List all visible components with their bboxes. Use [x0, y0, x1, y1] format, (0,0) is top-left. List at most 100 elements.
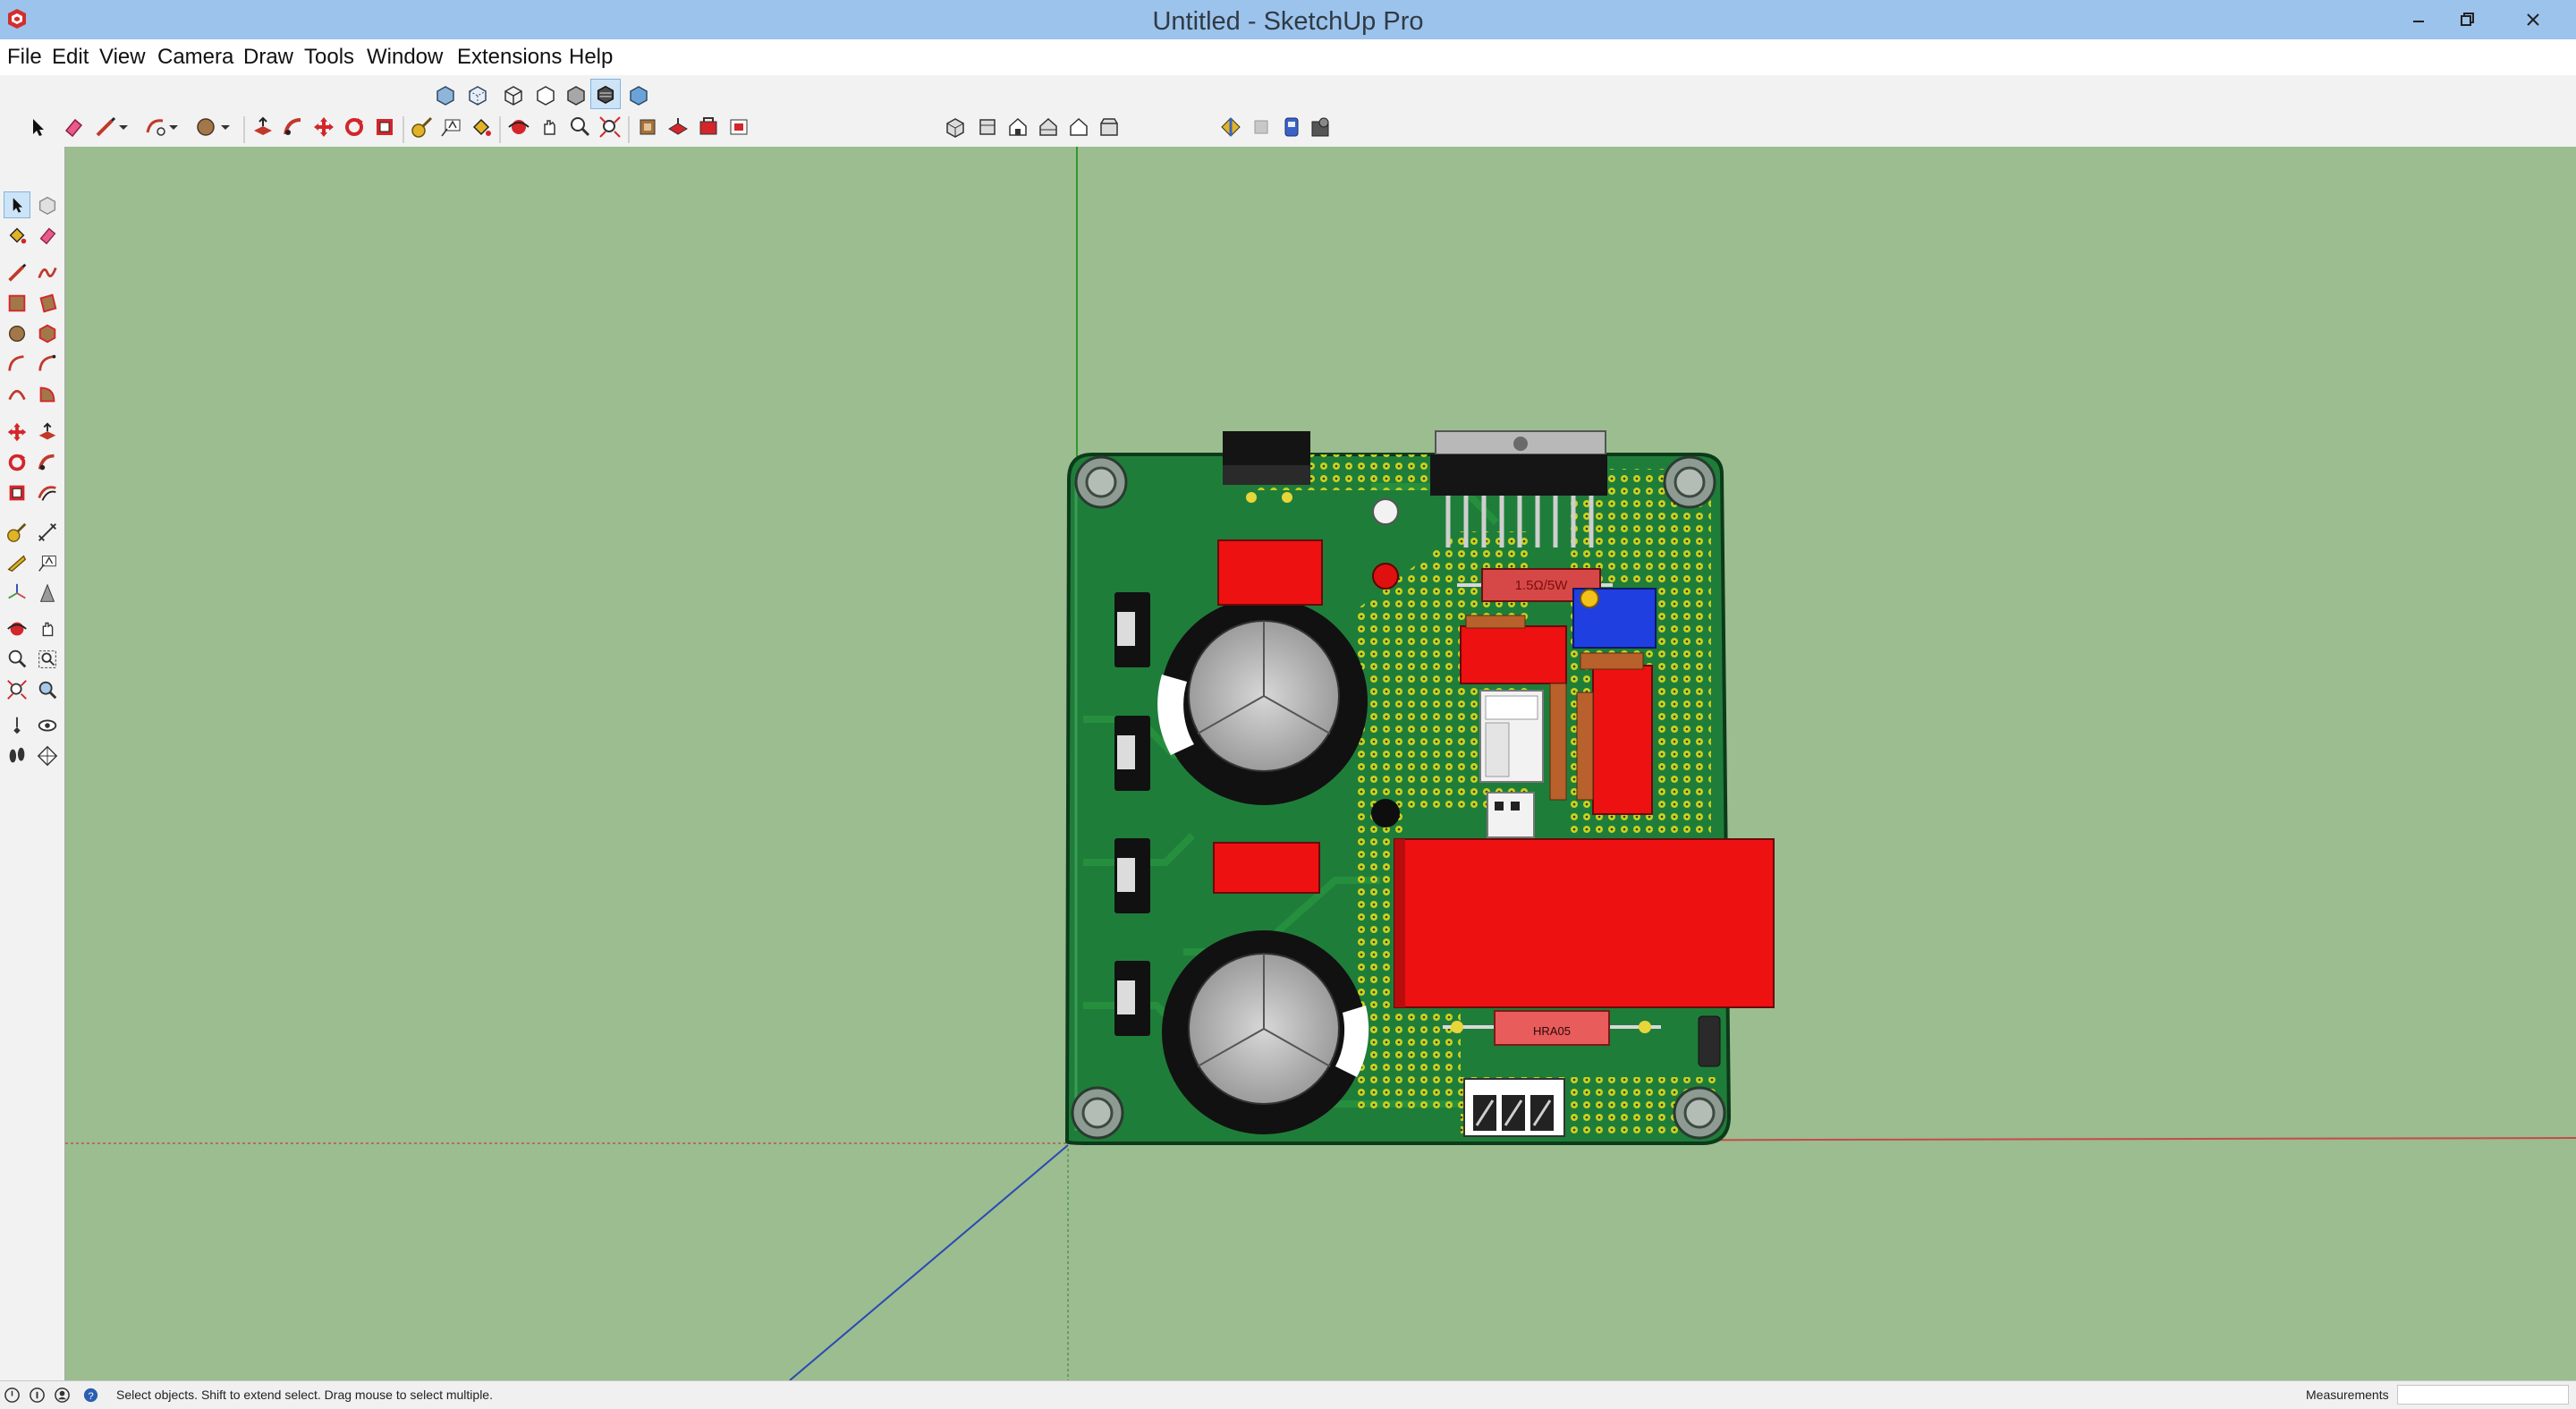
menu-camera[interactable]: Camera: [157, 45, 234, 69]
left-view-icon[interactable]: [1097, 115, 1122, 140]
previous-view-icon[interactable]: [36, 678, 59, 701]
small-capacitor-bottom-right[interactable]: [1698, 1015, 1721, 1067]
xray-style-icon[interactable]: [433, 82, 458, 107]
rotate-tool-icon[interactable]: [342, 115, 367, 140]
input-connector[interactable]: [1223, 431, 1310, 503]
ruby-console-icon[interactable]: [1279, 115, 1304, 140]
tape-measure-tool-icon[interactable]: [410, 115, 435, 140]
back-view-icon[interactable]: [1066, 115, 1091, 140]
menu-help[interactable]: Help: [569, 45, 614, 69]
instructor-help-icon[interactable]: ?: [82, 1387, 99, 1404]
led-white[interactable]: [1372, 498, 1399, 525]
electrolytic-capacitor-bottom[interactable]: [1162, 930, 1369, 1134]
zoom-extents-tool-icon[interactable]: [597, 115, 623, 140]
transistor[interactable]: [1371, 799, 1400, 828]
film-capacitor-top[interactable]: [1217, 539, 1323, 606]
menu-window[interactable]: Window: [367, 45, 444, 69]
display-section-icon[interactable]: [1249, 115, 1274, 140]
follow-me-tool-icon[interactable]: [281, 115, 306, 140]
credits-icon[interactable]: [29, 1387, 46, 1404]
pan-icon[interactable]: [36, 617, 59, 641]
three-point-arc-icon[interactable]: [5, 383, 29, 406]
section-plane-icon[interactable]: [1218, 115, 1243, 140]
geo-location-icon[interactable]: [4, 1387, 21, 1404]
look-around-icon[interactable]: [36, 714, 59, 737]
right-view-icon[interactable]: [1036, 115, 1061, 140]
measurements-input[interactable]: [2397, 1385, 2569, 1405]
make-component-icon[interactable]: [36, 193, 59, 216]
zoom-tool-icon[interactable]: [567, 115, 592, 140]
front-view-icon[interactable]: [1005, 115, 1030, 140]
pan-tool-icon[interactable]: [537, 115, 562, 140]
menu-file[interactable]: File: [7, 45, 42, 69]
plugin-gear-icon[interactable]: [1308, 115, 1333, 140]
rectangle-icon[interactable]: [5, 292, 29, 315]
freehand-icon[interactable]: [36, 261, 59, 284]
polygon-icon[interactable]: [36, 322, 59, 345]
zoom-icon[interactable]: [5, 648, 29, 671]
move-icon[interactable]: [5, 420, 29, 444]
back-edges-style-icon[interactable]: [465, 82, 490, 107]
amplifier-ic[interactable]: [1430, 430, 1607, 547]
eraser-icon[interactable]: [36, 224, 59, 247]
share-model-icon[interactable]: [665, 115, 691, 140]
arc-tool-icon[interactable]: [143, 115, 168, 140]
follow-me-icon[interactable]: [36, 451, 59, 474]
menu-view[interactable]: View: [99, 45, 146, 69]
film-capacitor-vertical[interactable]: [1592, 665, 1653, 815]
shaded-with-textures-button[interactable]: [590, 79, 621, 109]
hidden-line-style-icon[interactable]: [533, 82, 558, 107]
scale-icon[interactable]: [5, 481, 29, 505]
orbit-tool-icon[interactable]: [506, 115, 531, 140]
line-tool-icon[interactable]: [93, 115, 118, 140]
top-view-icon[interactable]: [975, 115, 1000, 140]
arc-icon[interactable]: [5, 352, 29, 376]
section-plane-icon[interactable]: [36, 744, 59, 768]
eraser-tool-icon[interactable]: [61, 115, 86, 140]
rotate-icon[interactable]: [5, 451, 29, 474]
small-resistors[interactable]: [1465, 615, 1644, 801]
two-point-arc-icon[interactable]: [36, 352, 59, 376]
select-tool-button[interactable]: [4, 191, 30, 218]
dimension-icon[interactable]: [36, 521, 59, 544]
tape-measure-icon[interactable]: [5, 521, 29, 544]
film-capacitor-large[interactable]: [1394, 838, 1775, 1008]
circle-icon[interactable]: [5, 322, 29, 345]
move-tool-icon[interactable]: [311, 115, 336, 140]
menu-edit[interactable]: Edit: [52, 45, 89, 69]
chevron-down-icon[interactable]: [116, 115, 131, 140]
sketchup-logo-icon[interactable]: [5, 7, 29, 30]
model-canvas[interactable]: 1.5Ω/5W: [65, 147, 2576, 1380]
power-resistor-bottom[interactable]: HRA05: [1443, 1010, 1661, 1046]
orbit-icon[interactable]: [5, 617, 29, 641]
amplifier-pcb-model[interactable]: 1.5Ω/5W: [1064, 430, 1775, 1145]
output-terminal-block[interactable]: [1463, 1078, 1565, 1137]
menu-extensions[interactable]: Extensions: [457, 45, 563, 69]
line-icon[interactable]: [5, 261, 29, 284]
chevron-down-icon[interactable]: [166, 115, 181, 140]
wireframe-style-icon[interactable]: [501, 82, 526, 107]
maximize-button[interactable]: [2442, 0, 2492, 39]
minimize-button[interactable]: [2394, 0, 2444, 39]
pie-icon[interactable]: [36, 383, 59, 406]
scale-tool-icon[interactable]: [372, 115, 397, 140]
axes-icon[interactable]: [5, 581, 29, 605]
power-resistor-top[interactable]: 1.5Ω/5W: [1457, 568, 1613, 602]
layout-send-icon[interactable]: [726, 115, 751, 140]
electrolytic-capacitor-top[interactable]: [1157, 598, 1368, 805]
rotated-rectangle-icon[interactable]: [36, 292, 59, 315]
walk-icon[interactable]: [5, 744, 29, 768]
3d-text-icon[interactable]: [36, 581, 59, 605]
select-tool-icon[interactable]: [25, 115, 50, 140]
model-viewport[interactable]: 1.5Ω/5W: [65, 147, 2576, 1380]
white-header[interactable]: [1479, 690, 1544, 783]
rectifier-diodes[interactable]: [1114, 592, 1150, 1036]
film-capacitor-middle[interactable]: [1213, 842, 1320, 894]
zoom-window-icon[interactable]: [36, 648, 59, 671]
film-capacitor-small[interactable]: [1460, 625, 1567, 684]
monochrome-style-icon[interactable]: [626, 82, 651, 107]
position-camera-icon[interactable]: [5, 714, 29, 737]
extension-warehouse-icon[interactable]: [696, 115, 721, 140]
menu-tools[interactable]: Tools: [304, 45, 355, 69]
iso-view-icon[interactable]: [943, 115, 968, 140]
